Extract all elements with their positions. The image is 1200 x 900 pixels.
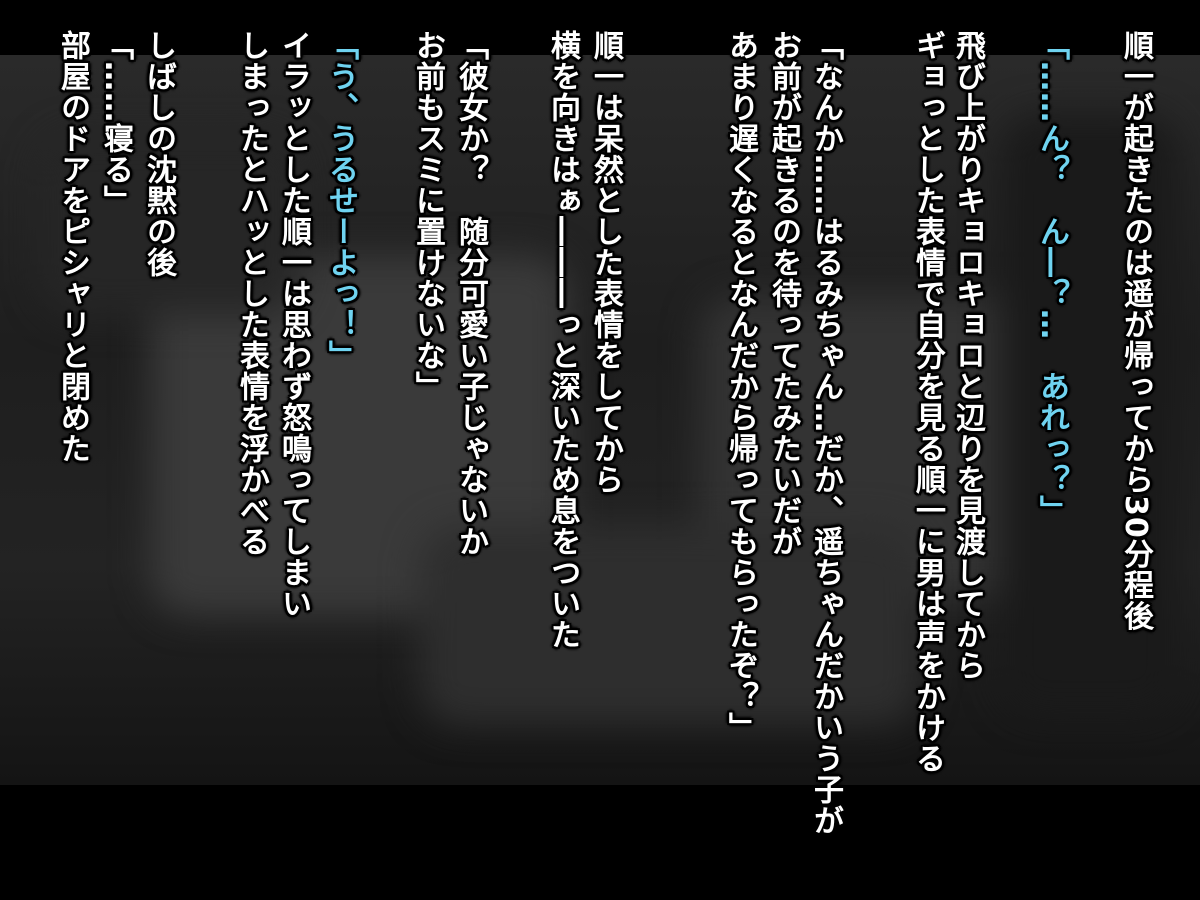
narration-line: 横を向きはぁ―――っと深いため息をついた [545,30,580,650]
narration-line: 飛び上がりキョロキョロと辺りを見渡してから [950,30,985,681]
dialogue-line: 「う、うるせーよっ！」 [323,30,358,371]
dialogue-line: お前が起きるのを待ってたみたいだが [766,30,801,557]
narration-line: 順一が起きたのは遥が帰ってから30分程後 [1118,30,1153,632]
background-room-blurred [0,55,1200,785]
narration-line: 部屋のドアをピシャリと閉めた [55,30,90,464]
dialogue-line: あまり遅くなるとなんだから帰ってもらったぞ？」 [723,30,758,743]
dialogue-line: 「彼女か？ 随分可愛い子じゃないか [453,30,488,557]
dialogue-line: お前もスミに置けないな」 [410,30,445,402]
narration-line: しばしの沈黙の後 [141,30,176,278]
dialogue-line: 「……ん？ ん―？… あれっ？」 [1034,30,1069,526]
dialogue-line: 「なんか……はるみちゃん…だか、遥ちゃんだかいう子が [808,30,843,836]
background-shape [1000,115,1180,715]
narration-line: イラッとした順一は思わず怒鳴ってしまい [276,30,311,619]
background-shape [40,135,300,315]
letterbox-bottom [0,785,1200,900]
narration-line: ギョっとした表情で自分を見る順一に男は声をかける [910,30,945,774]
narration-line: 順一は呆然とした表情をしてから [588,30,623,495]
background-shape [420,525,920,725]
narration-line: しまったとハッとした表情を浮かべる [234,30,269,557]
dialogue-line: 「……寝る」 [98,30,133,216]
letterbox-top [0,0,1200,55]
